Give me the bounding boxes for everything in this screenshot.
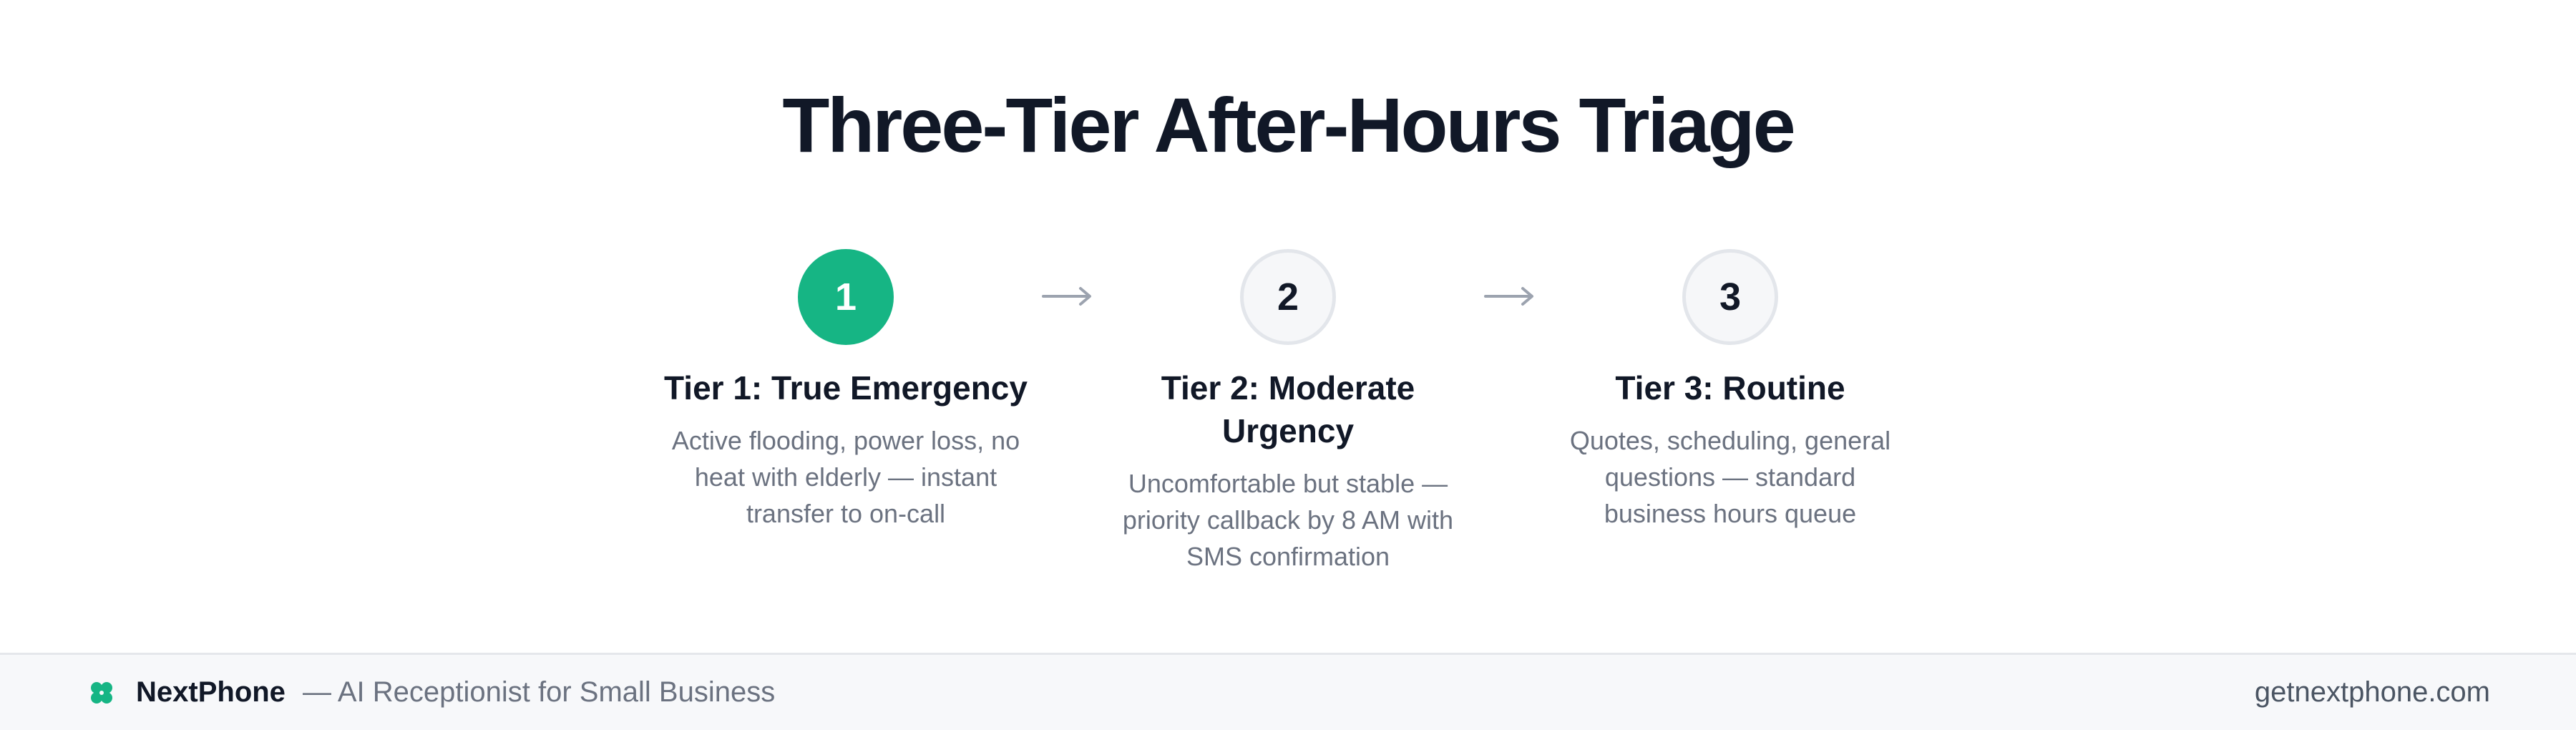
arrow-right-icon bbox=[1042, 287, 1091, 306]
brand: NextPhone — AI Receptionist for Small Bu… bbox=[89, 655, 775, 730]
tier-3-step: 3 Tier 3: Routine Quotes, scheduling, ge… bbox=[1537, 249, 1923, 532]
step-number-badge: 2 bbox=[1240, 249, 1336, 345]
website-link[interactable]: getnextphone.com bbox=[2254, 676, 2490, 708]
brand-name: NextPhone bbox=[136, 676, 286, 708]
triage-flow: 1 Tier 1: True Emergency Active flooding… bbox=[0, 249, 2576, 607]
step-description: Quotes, scheduling, general questions — … bbox=[1569, 426, 1891, 528]
step-number-badge: 3 bbox=[1682, 249, 1778, 345]
step-number-badge: 1 bbox=[798, 249, 894, 345]
brand-tagline: — AI Receptionist for Small Business bbox=[302, 676, 776, 708]
tier-1-step: 1 Tier 1: True Emergency Active flooding… bbox=[653, 249, 1039, 532]
step-title: Tier 1: True Emergency bbox=[664, 369, 1028, 407]
step-title: Tier 2: Moderate Urgency bbox=[1161, 369, 1415, 449]
page-title: Three-Tier After-Hours Triage bbox=[782, 82, 1795, 168]
clover-logo-icon bbox=[91, 681, 112, 704]
step-description: Uncomfortable but stable — priority call… bbox=[1122, 469, 1454, 571]
arrow-right-icon bbox=[1484, 287, 1533, 306]
tier-2-step: 2 Tier 2: Moderate Urgency Uncomfortable… bbox=[1095, 249, 1481, 575]
footer-bar: NextPhone — AI Receptionist for Small Bu… bbox=[0, 653, 2576, 730]
step-title: Tier 3: Routine bbox=[1615, 369, 1845, 407]
step-description: Active flooding, power loss, no heat wit… bbox=[671, 426, 1020, 528]
